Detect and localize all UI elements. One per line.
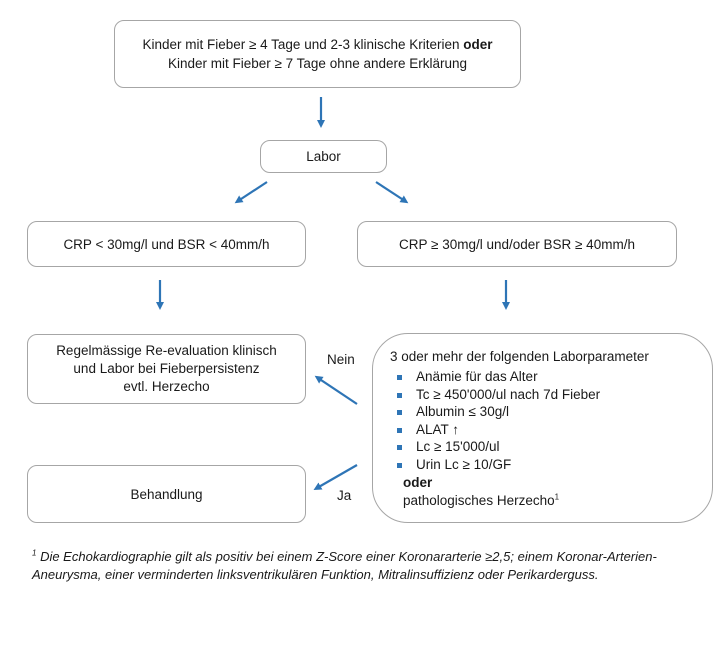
- arrow-ja: [313, 464, 358, 490]
- crp-low-box: CRP < 30mg/l und BSR < 40mm/h: [27, 221, 306, 267]
- lab-criteria-item: Lc ≥ 15'000/ul: [390, 438, 712, 456]
- reevaluation-line2: und Labor bei Fieberpersistenz: [73, 361, 260, 376]
- treatment-label: Behandlung: [130, 486, 203, 502]
- lab-criteria-header: 3 oder mehr der folgenden Laborparameter: [390, 349, 649, 364]
- treatment-box: Behandlung: [27, 465, 306, 523]
- footnote: 1 Die Echokardiographie gilt als positiv…: [32, 548, 692, 584]
- lab-criteria-echo: pathologisches Herzecho1: [390, 492, 712, 510]
- lab-criteria-echo-footnote-ref: 1: [554, 492, 560, 502]
- entry-criteria-line1: Kinder mit Fieber ≥ 4 Tage und 2-3 klini…: [142, 37, 464, 52]
- lab-criteria-box: 3 oder mehr der folgenden Laborparameter…: [372, 333, 713, 523]
- lab-criteria-oder: oder: [403, 474, 433, 490]
- labor-label: Labor: [306, 149, 341, 164]
- lab-criteria-item: Anämie für das Alter: [390, 368, 712, 386]
- labor-box: Labor: [260, 140, 387, 173]
- entry-criteria-line2: Kinder mit Fieber ≥ 7 Tage ohne andere E…: [167, 56, 468, 71]
- footnote-text: Die Echokardiographie gilt als positiv b…: [32, 549, 657, 582]
- lab-criteria-item: Tc ≥ 450'000/ul nach 7d Fieber: [390, 386, 712, 404]
- crp-low-label: CRP < 30mg/l und BSR < 40mm/h: [63, 236, 270, 252]
- crp-high-box: CRP ≥ 30mg/l und/oder BSR ≥ 40mm/h: [357, 221, 677, 267]
- arrow-nein: [314, 375, 358, 405]
- lab-criteria-list: Anämie für das Alter Tc ≥ 450'000/ul nac…: [390, 368, 712, 474]
- nein-label: Nein: [327, 352, 355, 367]
- ja-label: Ja: [337, 488, 352, 503]
- lab-criteria-item: Urin Lc ≥ 10/GF: [390, 456, 712, 474]
- entry-criteria-oder: oder: [463, 37, 493, 52]
- lab-criteria-item: Albumin ≤ 30g/l: [390, 403, 712, 421]
- entry-criteria-box: Kinder mit Fieber ≥ 4 Tage und 2-3 klini…: [114, 20, 521, 88]
- arrow-labor-to-left: [234, 181, 268, 204]
- reevaluation-line1: Regelmässige Re-evaluation klinisch: [56, 343, 277, 358]
- crp-high-label: CRP ≥ 30mg/l und/oder BSR ≥ 40mm/h: [399, 236, 635, 252]
- footnote-marker: 1: [32, 548, 37, 558]
- lab-criteria-echo-text: pathologisches Herzecho: [403, 492, 555, 508]
- lab-criteria-item: ALAT ↑: [390, 421, 712, 439]
- arrow-labor-to-right: [375, 181, 409, 204]
- reevaluation-box: Regelmässige Re-evaluation klinisch und …: [27, 334, 306, 404]
- reevaluation-line3: evtl. Herzecho: [123, 379, 210, 394]
